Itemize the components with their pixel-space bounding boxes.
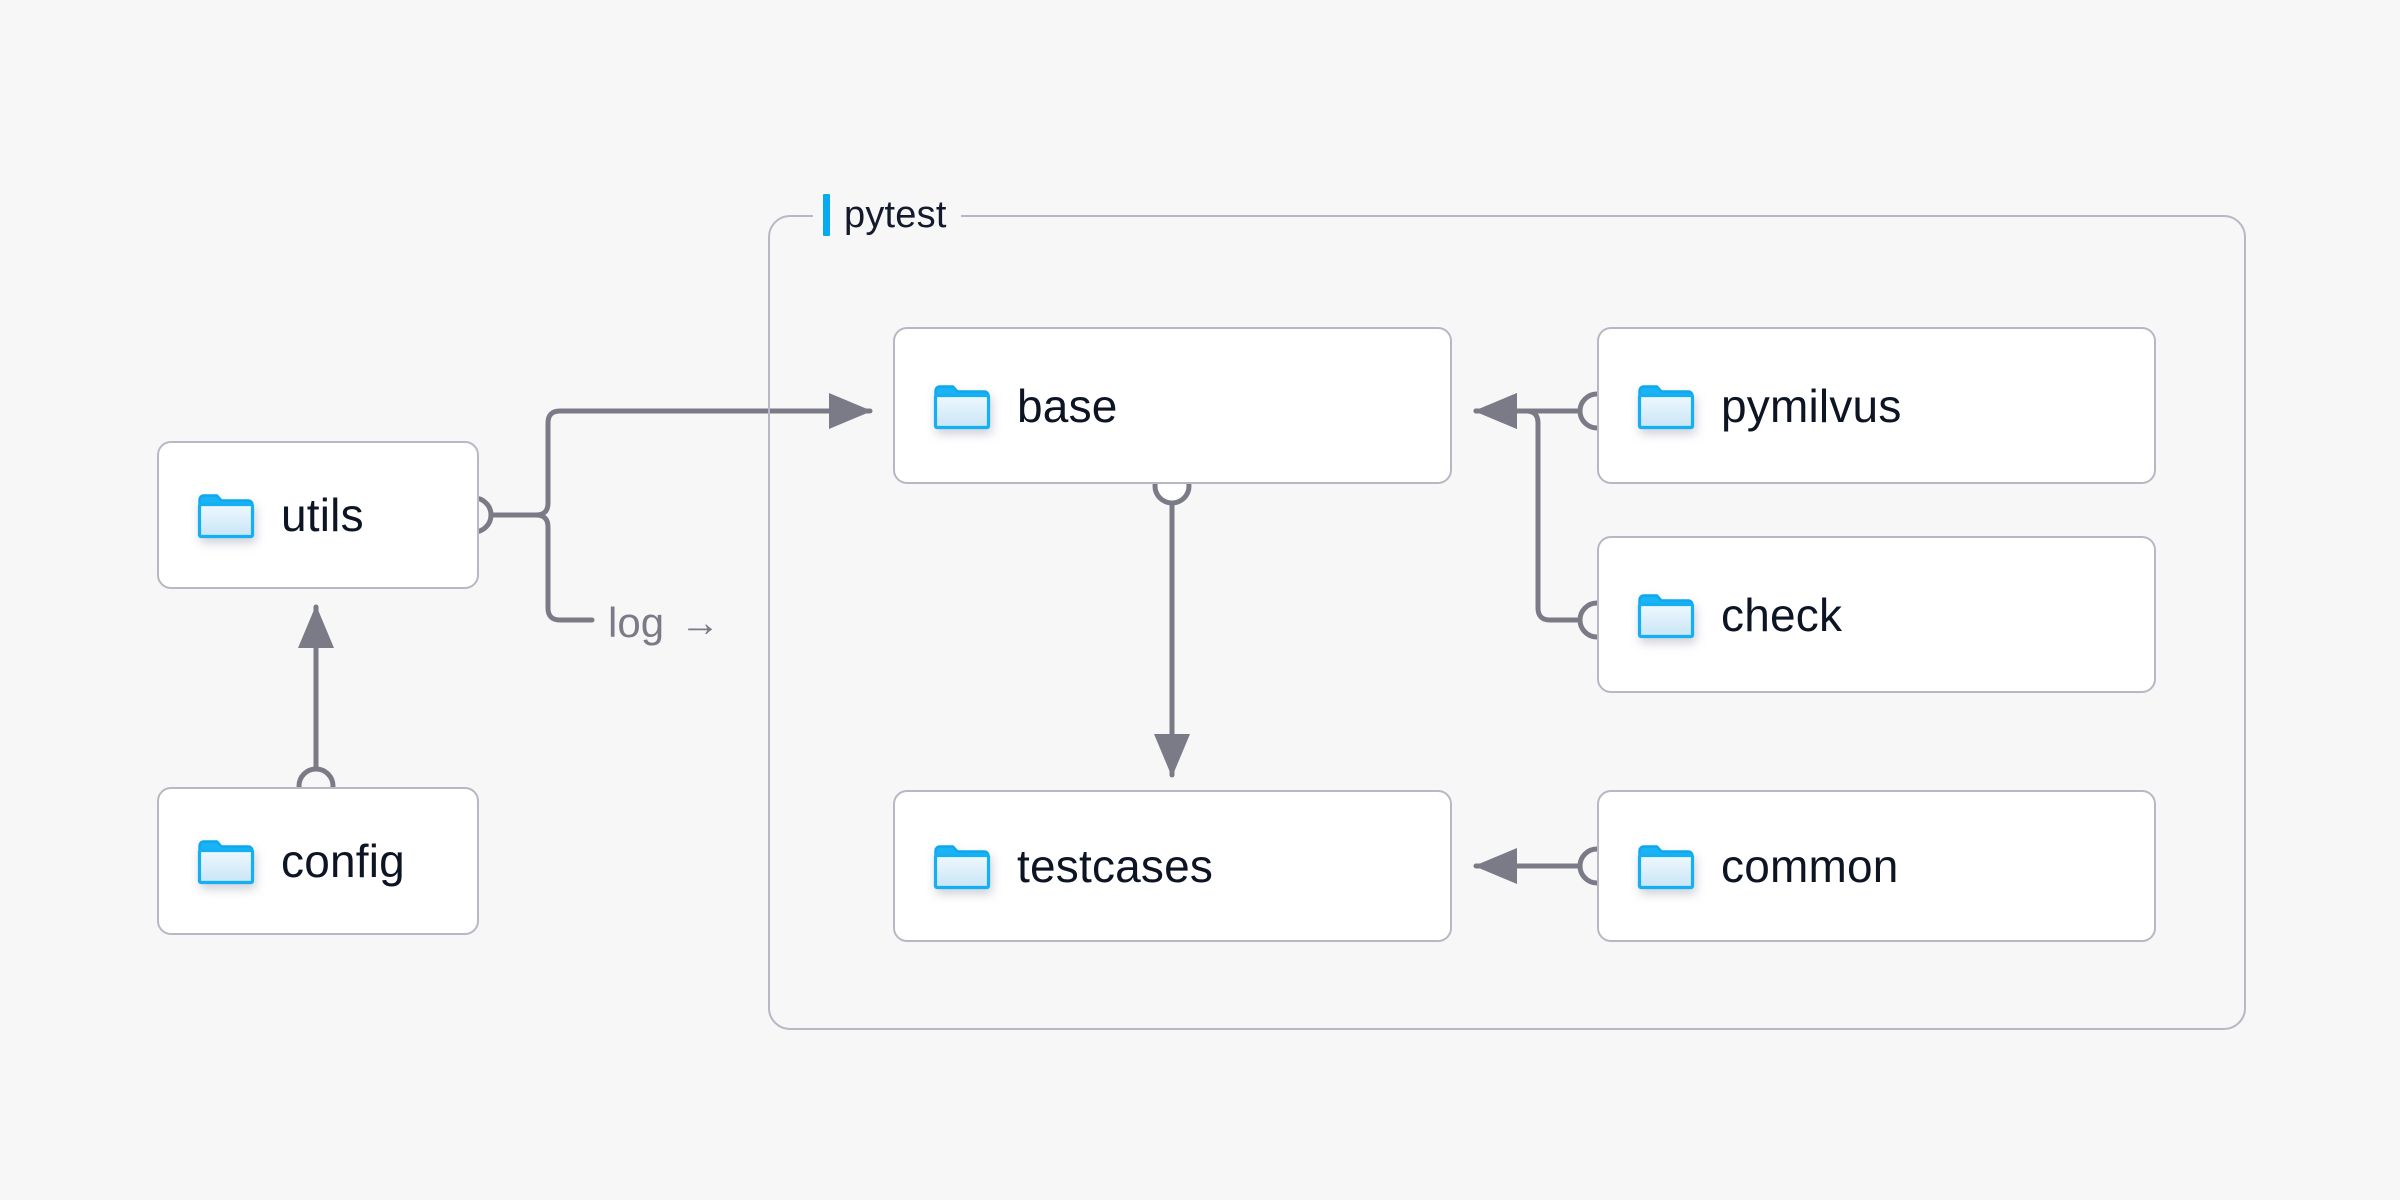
node-label-config: config (281, 835, 405, 887)
folder-icon (1637, 590, 1695, 640)
node-utils[interactable]: utils (157, 441, 479, 589)
node-label-pymilvus: pymilvus (1721, 379, 1902, 432)
node-testcases[interactable]: testcases (893, 790, 1452, 942)
node-common[interactable]: common (1597, 790, 2156, 942)
edge-label-text: log (608, 599, 665, 646)
node-label-base: base (1017, 379, 1118, 432)
node-base[interactable]: base (893, 327, 1452, 484)
node-label-common: common (1721, 840, 1899, 892)
node-config[interactable]: config (157, 787, 479, 935)
folder-icon (933, 841, 991, 891)
node-pymilvus[interactable]: pymilvus (1597, 327, 2156, 484)
node-label-utils: utils (281, 489, 364, 541)
node-label-check: check (1721, 588, 1843, 641)
arrow-right-icon: → (680, 601, 721, 645)
node-label-testcases: testcases (1017, 840, 1214, 892)
edge-label-log: log → (598, 599, 731, 646)
wire-utils-log (523, 512, 595, 623)
group-pytest[interactable] (768, 215, 2246, 1030)
group-accent-bar (823, 194, 830, 236)
folder-icon (197, 836, 255, 886)
folder-icon (933, 381, 991, 431)
group-pytest-title: pytest (813, 189, 961, 241)
group-label: pytest (844, 194, 947, 236)
folder-icon (197, 490, 255, 540)
folder-icon (1637, 381, 1695, 431)
node-check[interactable]: check (1597, 536, 2156, 693)
folder-icon (1637, 841, 1695, 891)
